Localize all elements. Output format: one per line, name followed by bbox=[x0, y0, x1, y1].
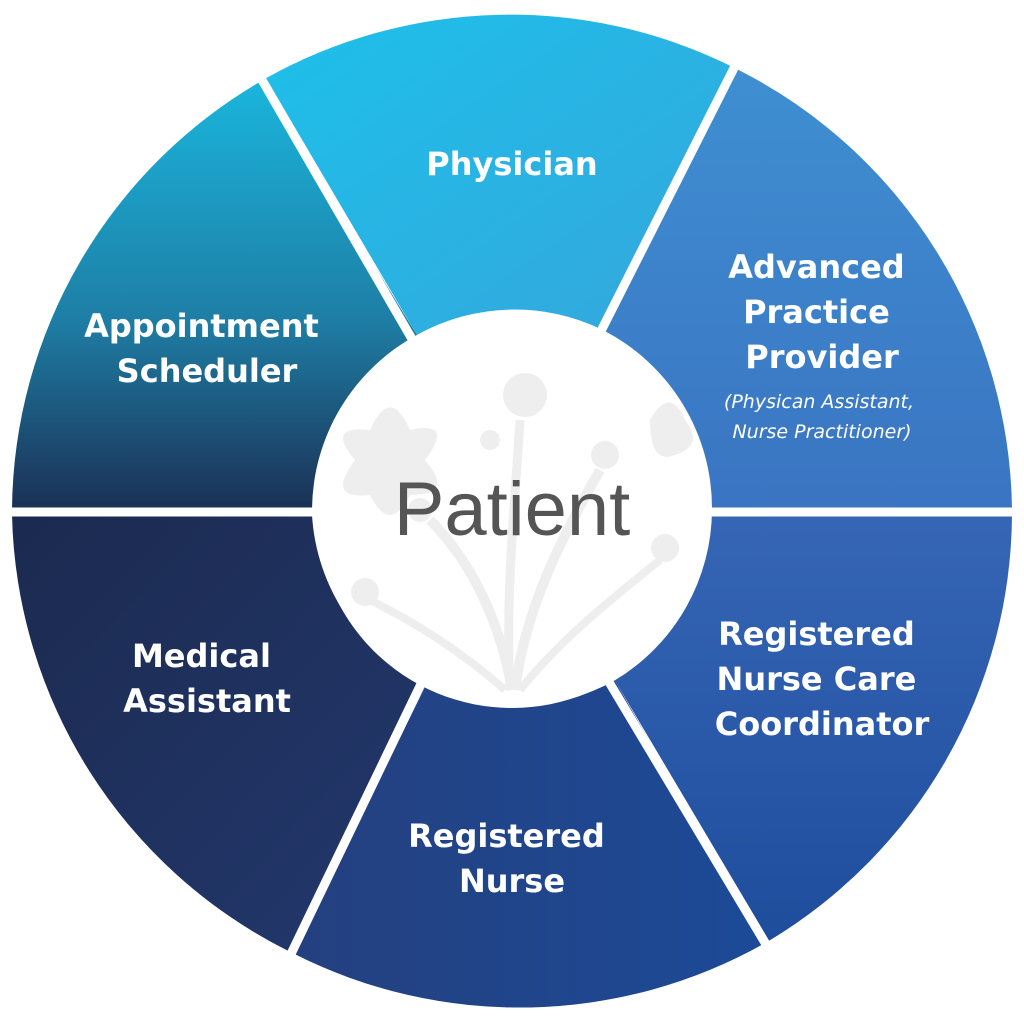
segment-label-medical-assistant: Medical Assistant bbox=[123, 637, 291, 720]
segment-registered-nurse-care-coordinator bbox=[614, 509, 1012, 941]
segment-label-registered-nurse-care-coordinator: Registered Nurse Care Coordinator bbox=[715, 615, 930, 743]
segment-advanced-practice-provider bbox=[602, 69, 1012, 509]
segment-appointment-scheduler bbox=[12, 80, 417, 510]
segment-dividers bbox=[6, 63, 1018, 958]
segment-physician bbox=[265, 14, 731, 335]
segment-registered-nurse bbox=[293, 680, 765, 1008]
segment-sublabel-advanced-practice-provider: (Physican Assistant, Nurse Practitioner) bbox=[724, 391, 920, 443]
segment-medical-assistant bbox=[12, 515, 427, 952]
botanical-watermark bbox=[343, 373, 693, 693]
segment-label-appointment-scheduler: Appointment Scheduler bbox=[84, 307, 330, 390]
center-label: Patient bbox=[394, 467, 631, 552]
segment-label-advanced-practice-provider: Advanced Practice Provider bbox=[728, 248, 916, 376]
segment-label-physician: Physician bbox=[426, 145, 597, 183]
segment-label-registered-nurse: Registered Nurse bbox=[408, 817, 616, 900]
